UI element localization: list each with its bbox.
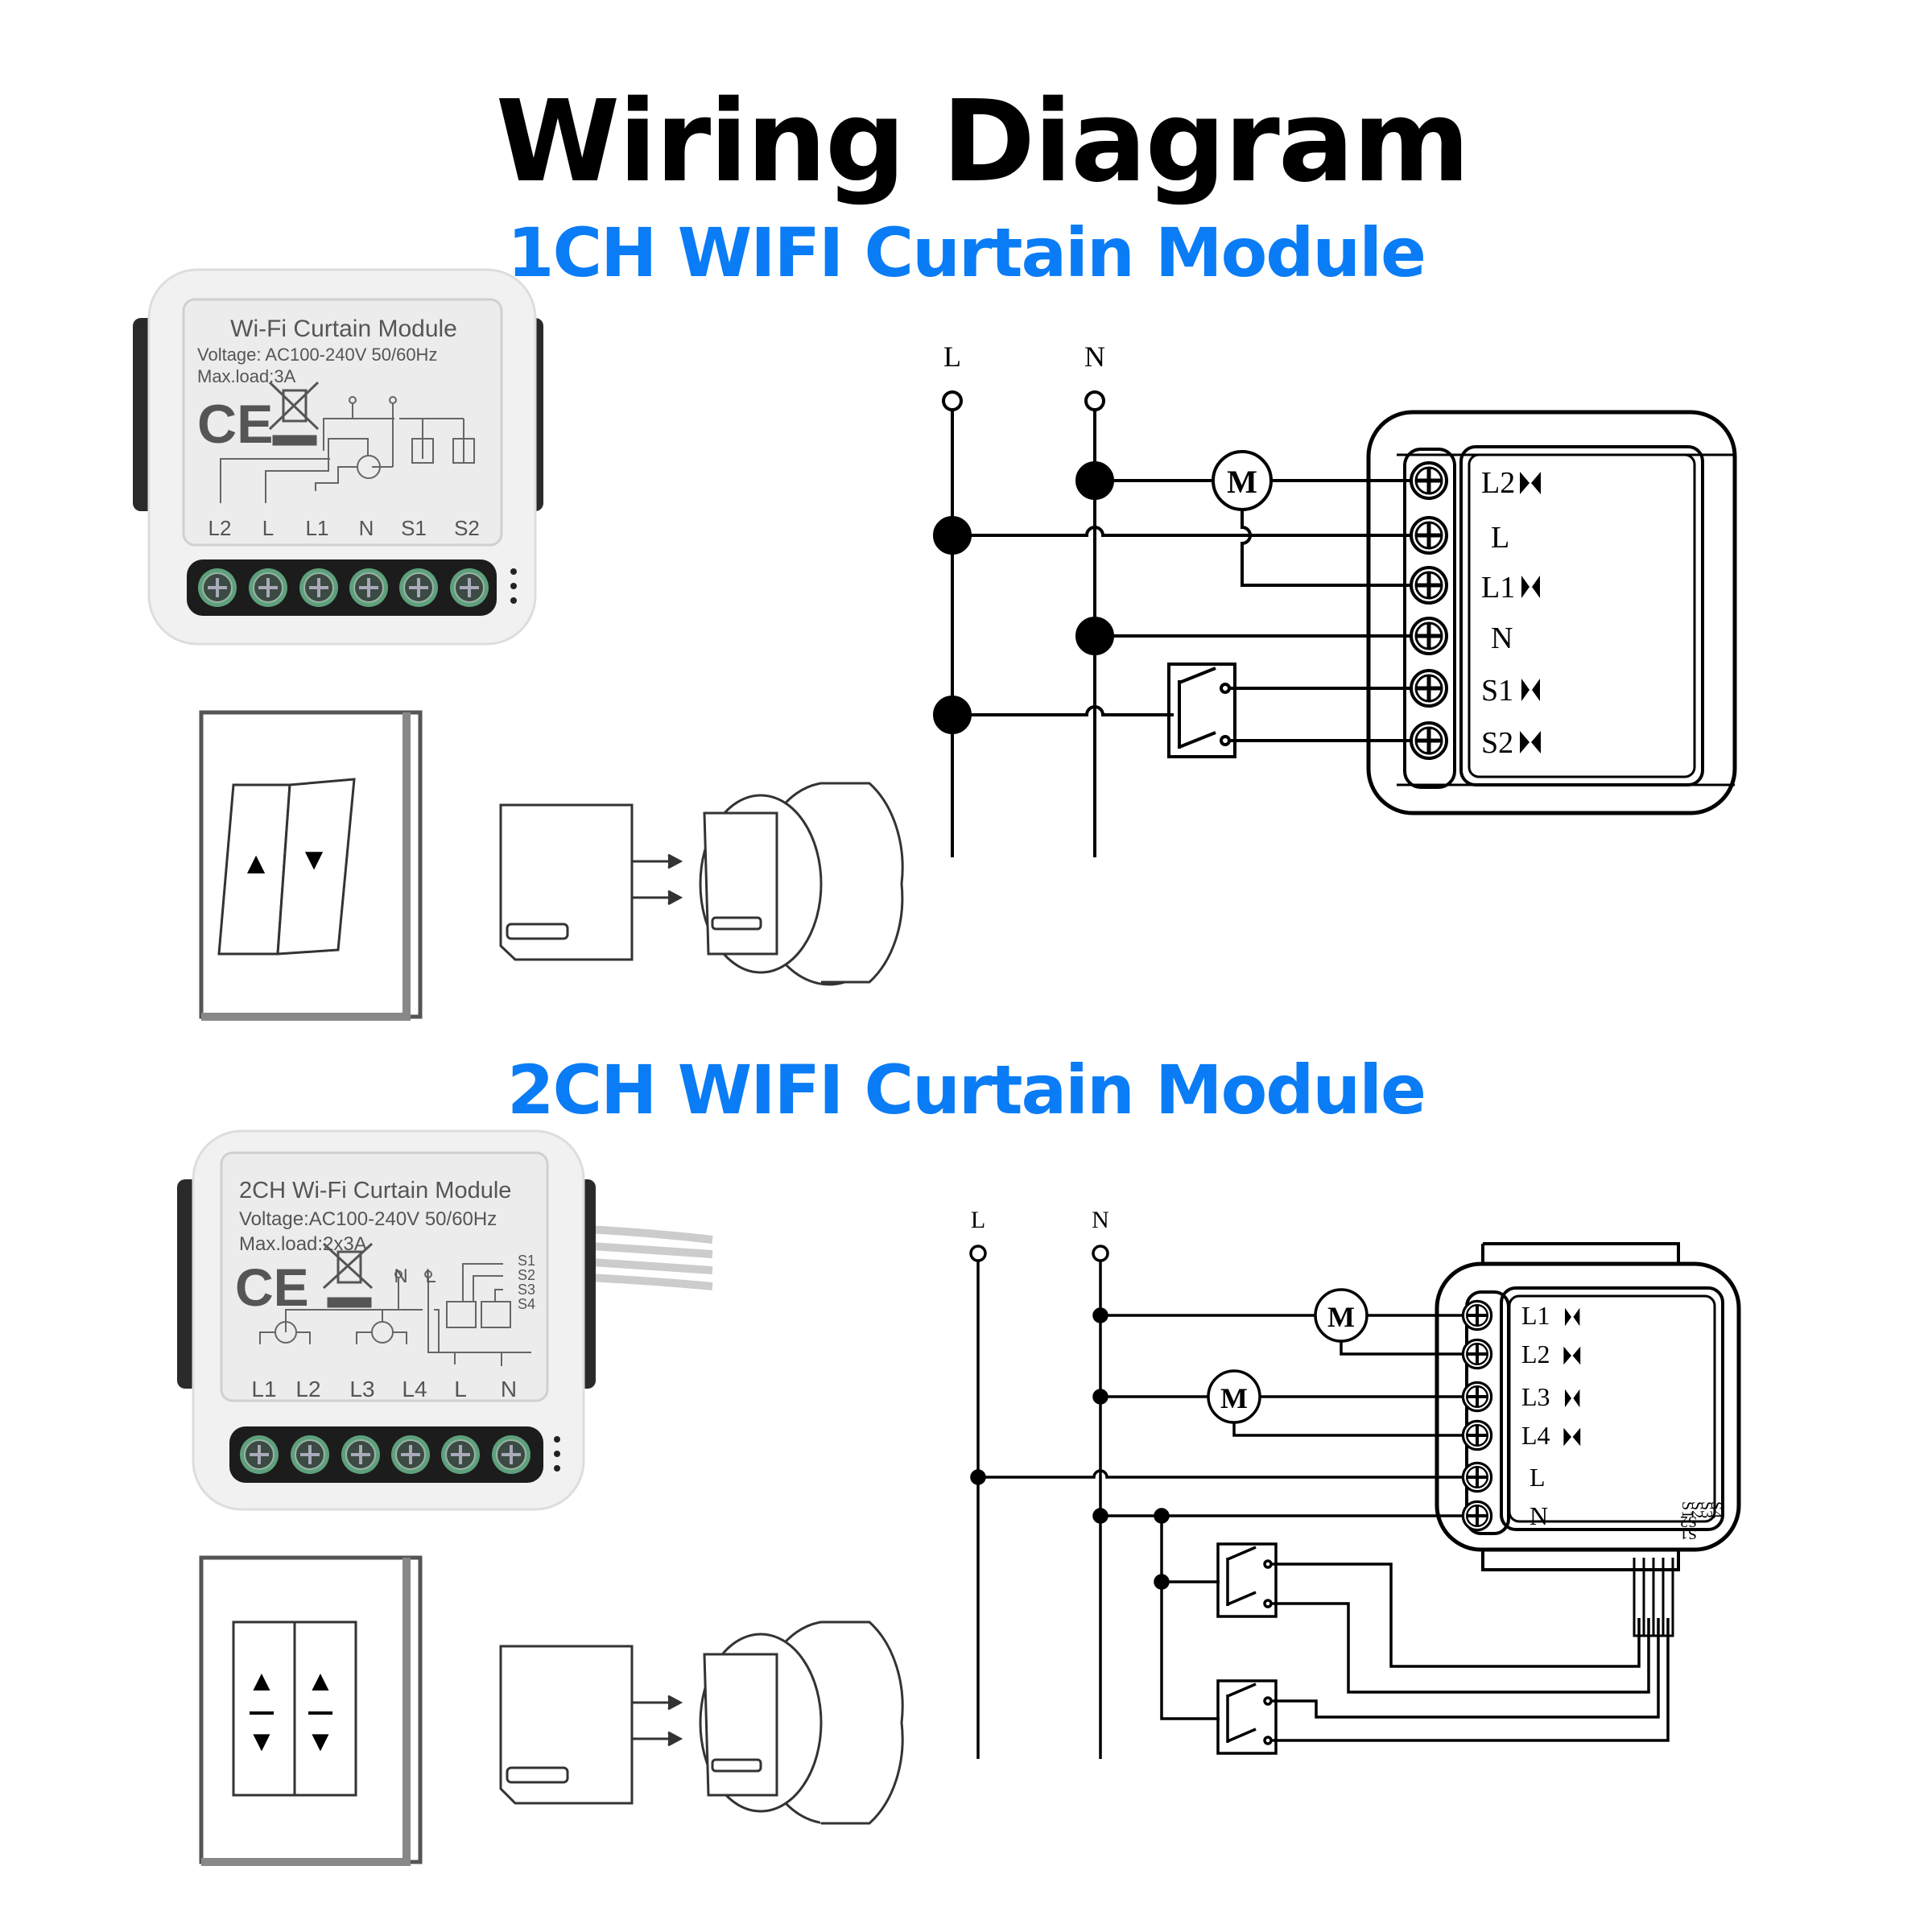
svg-text:S3: S3 <box>1698 1501 1715 1518</box>
svg-text:N: N <box>501 1377 517 1402</box>
open-arrows-icon <box>1521 679 1540 701</box>
module-1ch-terminal-labels: L2 L L1 N S1 S2 <box>208 516 480 540</box>
module-2ch-terminal-labels: L1 L2 L3 L4 L N <box>251 1377 517 1402</box>
schematic-2ch: L N M M <box>969 1207 1741 1759</box>
svg-text:L2: L2 <box>208 516 232 540</box>
weee-bin-icon <box>322 1242 374 1308</box>
svg-text:L: L <box>454 1377 467 1402</box>
terminal-l2: L2 <box>1481 466 1515 500</box>
svg-text:L4: L4 <box>402 1377 427 1402</box>
svg-text:N: N <box>359 516 374 540</box>
module-1ch-name: Wi-Fi Curtain Module <box>230 316 457 342</box>
terminal-labels-2ch: L1 L2 L3 L4 L N S1 S2 S1 S2 S3 S4 <box>1521 1301 1725 1542</box>
terminal-labels-1ch: L2 L L1 N S1 S2 <box>1481 466 1541 760</box>
terminal-block-1ch <box>1411 463 1447 758</box>
ce-mark: CE <box>197 394 273 455</box>
svg-text:L: L <box>262 516 274 540</box>
terminal-l3: L3 <box>1521 1382 1550 1411</box>
terminal-s2: S2 <box>1481 726 1513 760</box>
svg-text:S4: S4 <box>1707 1501 1725 1518</box>
module-1ch-photo: Wi-Fi Curtain Module Voltage: AC100-240V… <box>133 268 543 646</box>
terminal-n: N <box>1491 621 1513 655</box>
supply-label-l: L <box>943 341 961 373</box>
supply-label-l: L <box>971 1207 985 1233</box>
svg-text:N: N <box>394 1265 407 1287</box>
install-illustration-1ch <box>499 782 904 986</box>
module-2ch-mini-schematic <box>259 1263 531 1366</box>
svg-text:S1: S1 <box>401 516 427 540</box>
supply-label-n: N <box>1084 341 1105 373</box>
section-heading-1ch: 1CH WIFI Curtain Module <box>507 213 1426 292</box>
ce-mark: CE <box>235 1257 309 1317</box>
svg-text:S2: S2 <box>518 1267 535 1283</box>
down-arrow-icon: ▼ <box>306 1725 335 1757</box>
down-arrow-icon: ▼ <box>247 1725 276 1757</box>
terminal-l: L <box>1491 521 1509 555</box>
install-illustration-2ch <box>499 1620 904 1825</box>
terminal-l1: L1 <box>1481 571 1515 605</box>
svg-text:S4: S4 <box>518 1296 535 1312</box>
motor-label: M <box>1227 464 1257 500</box>
close-arrows-icon <box>1520 472 1541 494</box>
open-arrows-icon <box>1565 1389 1580 1408</box>
terminal-l1: L1 <box>1521 1301 1550 1330</box>
supply-label-n: N <box>1092 1207 1109 1233</box>
close-arrows-icon <box>1520 731 1541 753</box>
terminal-s1: S1 <box>1481 674 1513 708</box>
wire-label-s2: S2 <box>1680 1513 1697 1530</box>
module-1ch-voltage: Voltage: AC100-240V 50/60Hz <box>197 345 437 365</box>
close-arrows-icon <box>1563 1346 1581 1365</box>
terminal-l: L <box>1530 1463 1546 1492</box>
open-arrows-icon <box>1521 576 1540 598</box>
svg-text:L: L <box>425 1265 436 1287</box>
close-arrows-icon <box>1563 1427 1581 1447</box>
svg-text:L1: L1 <box>306 516 329 540</box>
up-arrow-icon: ▲ <box>247 1665 276 1697</box>
wall-switch-2ch: ▲ ▼ ▲ ▼ <box>199 1555 423 1866</box>
section-heading-2ch: 2CH WIFI Curtain Module <box>507 1051 1426 1129</box>
up-arrow-icon: ▲ <box>306 1665 335 1697</box>
svg-text:S1: S1 <box>1678 1501 1696 1518</box>
svg-text:S2: S2 <box>454 516 480 540</box>
svg-text:S1: S1 <box>518 1253 535 1269</box>
weee-bin-icon <box>268 381 320 446</box>
motor-2-label: M <box>1220 1382 1248 1414</box>
page-title: Wiring Diagram <box>495 76 1470 208</box>
module-2ch-name: 2CH Wi-Fi Curtain Module <box>239 1178 511 1203</box>
svg-text:L2: L2 <box>295 1377 320 1402</box>
module-2ch-photo: 2CH Wi-Fi Curtain Module Voltage:AC100-2… <box>177 1129 713 1511</box>
terminal-l4: L4 <box>1521 1421 1550 1450</box>
svg-text:L1: L1 <box>251 1377 276 1402</box>
module-1ch-max-load: Max.load:3A <box>197 366 296 386</box>
module-1ch-mini-schematic <box>220 396 475 503</box>
terminal-n: N <box>1530 1501 1548 1530</box>
module-2ch-voltage: Voltage:AC100-240V 50/60Hz <box>239 1208 497 1230</box>
terminal-l2: L2 <box>1521 1340 1550 1368</box>
down-arrow-icon: ▼ <box>299 843 329 877</box>
motor-1-label: M <box>1327 1301 1355 1333</box>
wire-label-s1: S1 <box>1680 1525 1697 1542</box>
svg-text:L3: L3 <box>349 1377 374 1402</box>
svg-text:S2: S2 <box>1688 1501 1706 1518</box>
wall-switch-1ch: ▲ ▼ <box>199 710 423 1021</box>
schematic-1ch: L N M <box>933 341 1737 857</box>
svg-text:S3: S3 <box>518 1282 535 1298</box>
up-arrow-icon: ▲ <box>241 847 271 881</box>
open-arrows-icon <box>1565 1307 1580 1327</box>
